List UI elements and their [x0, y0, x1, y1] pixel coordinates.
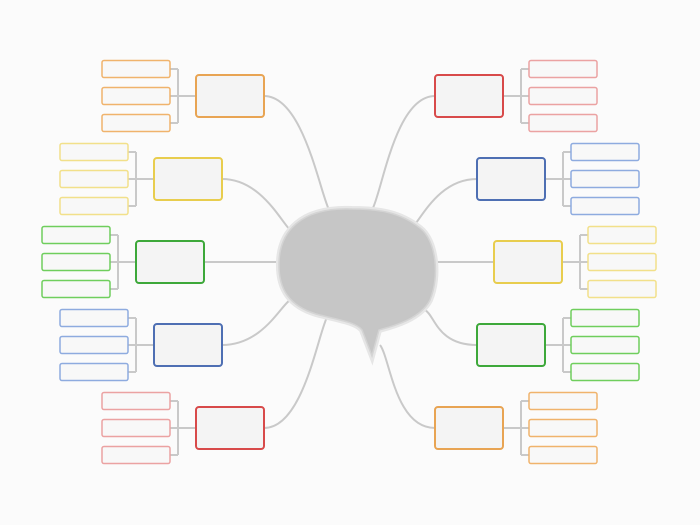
branch-node-5[interactable] — [195, 406, 265, 450]
connector-6 — [371, 95, 436, 211]
bracket-9 — [545, 317, 571, 373]
branch-node-2[interactable] — [153, 157, 223, 201]
branch-node-8[interactable] — [493, 240, 563, 284]
child-node-2-3[interactable] — [59, 196, 129, 216]
child-node-1-3[interactable] — [101, 113, 171, 133]
child-node-7-1[interactable] — [570, 142, 640, 162]
child-node-6-3[interactable] — [528, 113, 598, 133]
bracket-3 — [110, 234, 136, 290]
child-node-9-2[interactable] — [570, 335, 640, 355]
child-node-5-2[interactable] — [101, 418, 171, 438]
connector-5 — [263, 314, 329, 429]
child-node-8-2[interactable] — [587, 252, 657, 272]
bracket-6 — [503, 68, 529, 124]
branch-nodes — [135, 74, 563, 450]
child-node-9-3[interactable] — [570, 362, 640, 382]
bracket-4 — [128, 317, 154, 373]
bracket-1 — [170, 68, 196, 124]
connector-7 — [409, 178, 478, 231]
child-node-4-3[interactable] — [59, 362, 129, 382]
connector-4 — [221, 299, 291, 346]
connector-2 — [221, 178, 293, 233]
child-node-3-2[interactable] — [41, 252, 111, 272]
child-node-5-3[interactable] — [101, 445, 171, 465]
branch-node-1[interactable] — [195, 74, 265, 118]
branch-node-6[interactable] — [434, 74, 504, 118]
connector-1 — [263, 95, 331, 213]
bracket-5 — [170, 400, 196, 456]
child-node-10-3[interactable] — [528, 445, 598, 465]
bracket-7 — [545, 151, 571, 207]
child-node-8-1[interactable] — [587, 225, 657, 245]
child-node-9-1[interactable] — [570, 308, 640, 328]
child-node-3-3[interactable] — [41, 279, 111, 299]
branch-node-9[interactable] — [476, 323, 546, 367]
child-node-6-2[interactable] — [528, 86, 598, 106]
child-node-3-1[interactable] — [41, 225, 111, 245]
child-node-5-1[interactable] — [101, 391, 171, 411]
central-node — [275, 205, 439, 366]
child-node-7-2[interactable] — [570, 169, 640, 189]
connector-9 — [424, 309, 478, 346]
branch-node-4[interactable] — [153, 323, 223, 367]
child-brackets — [110, 68, 588, 456]
child-node-4-1[interactable] — [59, 308, 129, 328]
bracket-2 — [128, 151, 154, 207]
child-node-2-1[interactable] — [59, 142, 129, 162]
child-node-7-3[interactable] — [570, 196, 640, 216]
child-node-10-1[interactable] — [528, 391, 598, 411]
branch-node-10[interactable] — [434, 406, 504, 450]
child-node-8-3[interactable] — [587, 279, 657, 299]
child-nodes — [41, 59, 657, 465]
child-node-1-2[interactable] — [101, 86, 171, 106]
connector-10 — [379, 344, 436, 429]
child-node-10-2[interactable] — [528, 418, 598, 438]
child-node-6-1[interactable] — [528, 59, 598, 79]
branch-node-7[interactable] — [476, 157, 546, 201]
bracket-10 — [503, 400, 529, 456]
central-bubble[interactable] — [278, 208, 437, 359]
child-node-1-1[interactable] — [101, 59, 171, 79]
bracket-8 — [562, 234, 588, 290]
child-node-2-2[interactable] — [59, 169, 129, 189]
child-node-4-2[interactable] — [59, 335, 129, 355]
branch-node-3[interactable] — [135, 240, 205, 284]
